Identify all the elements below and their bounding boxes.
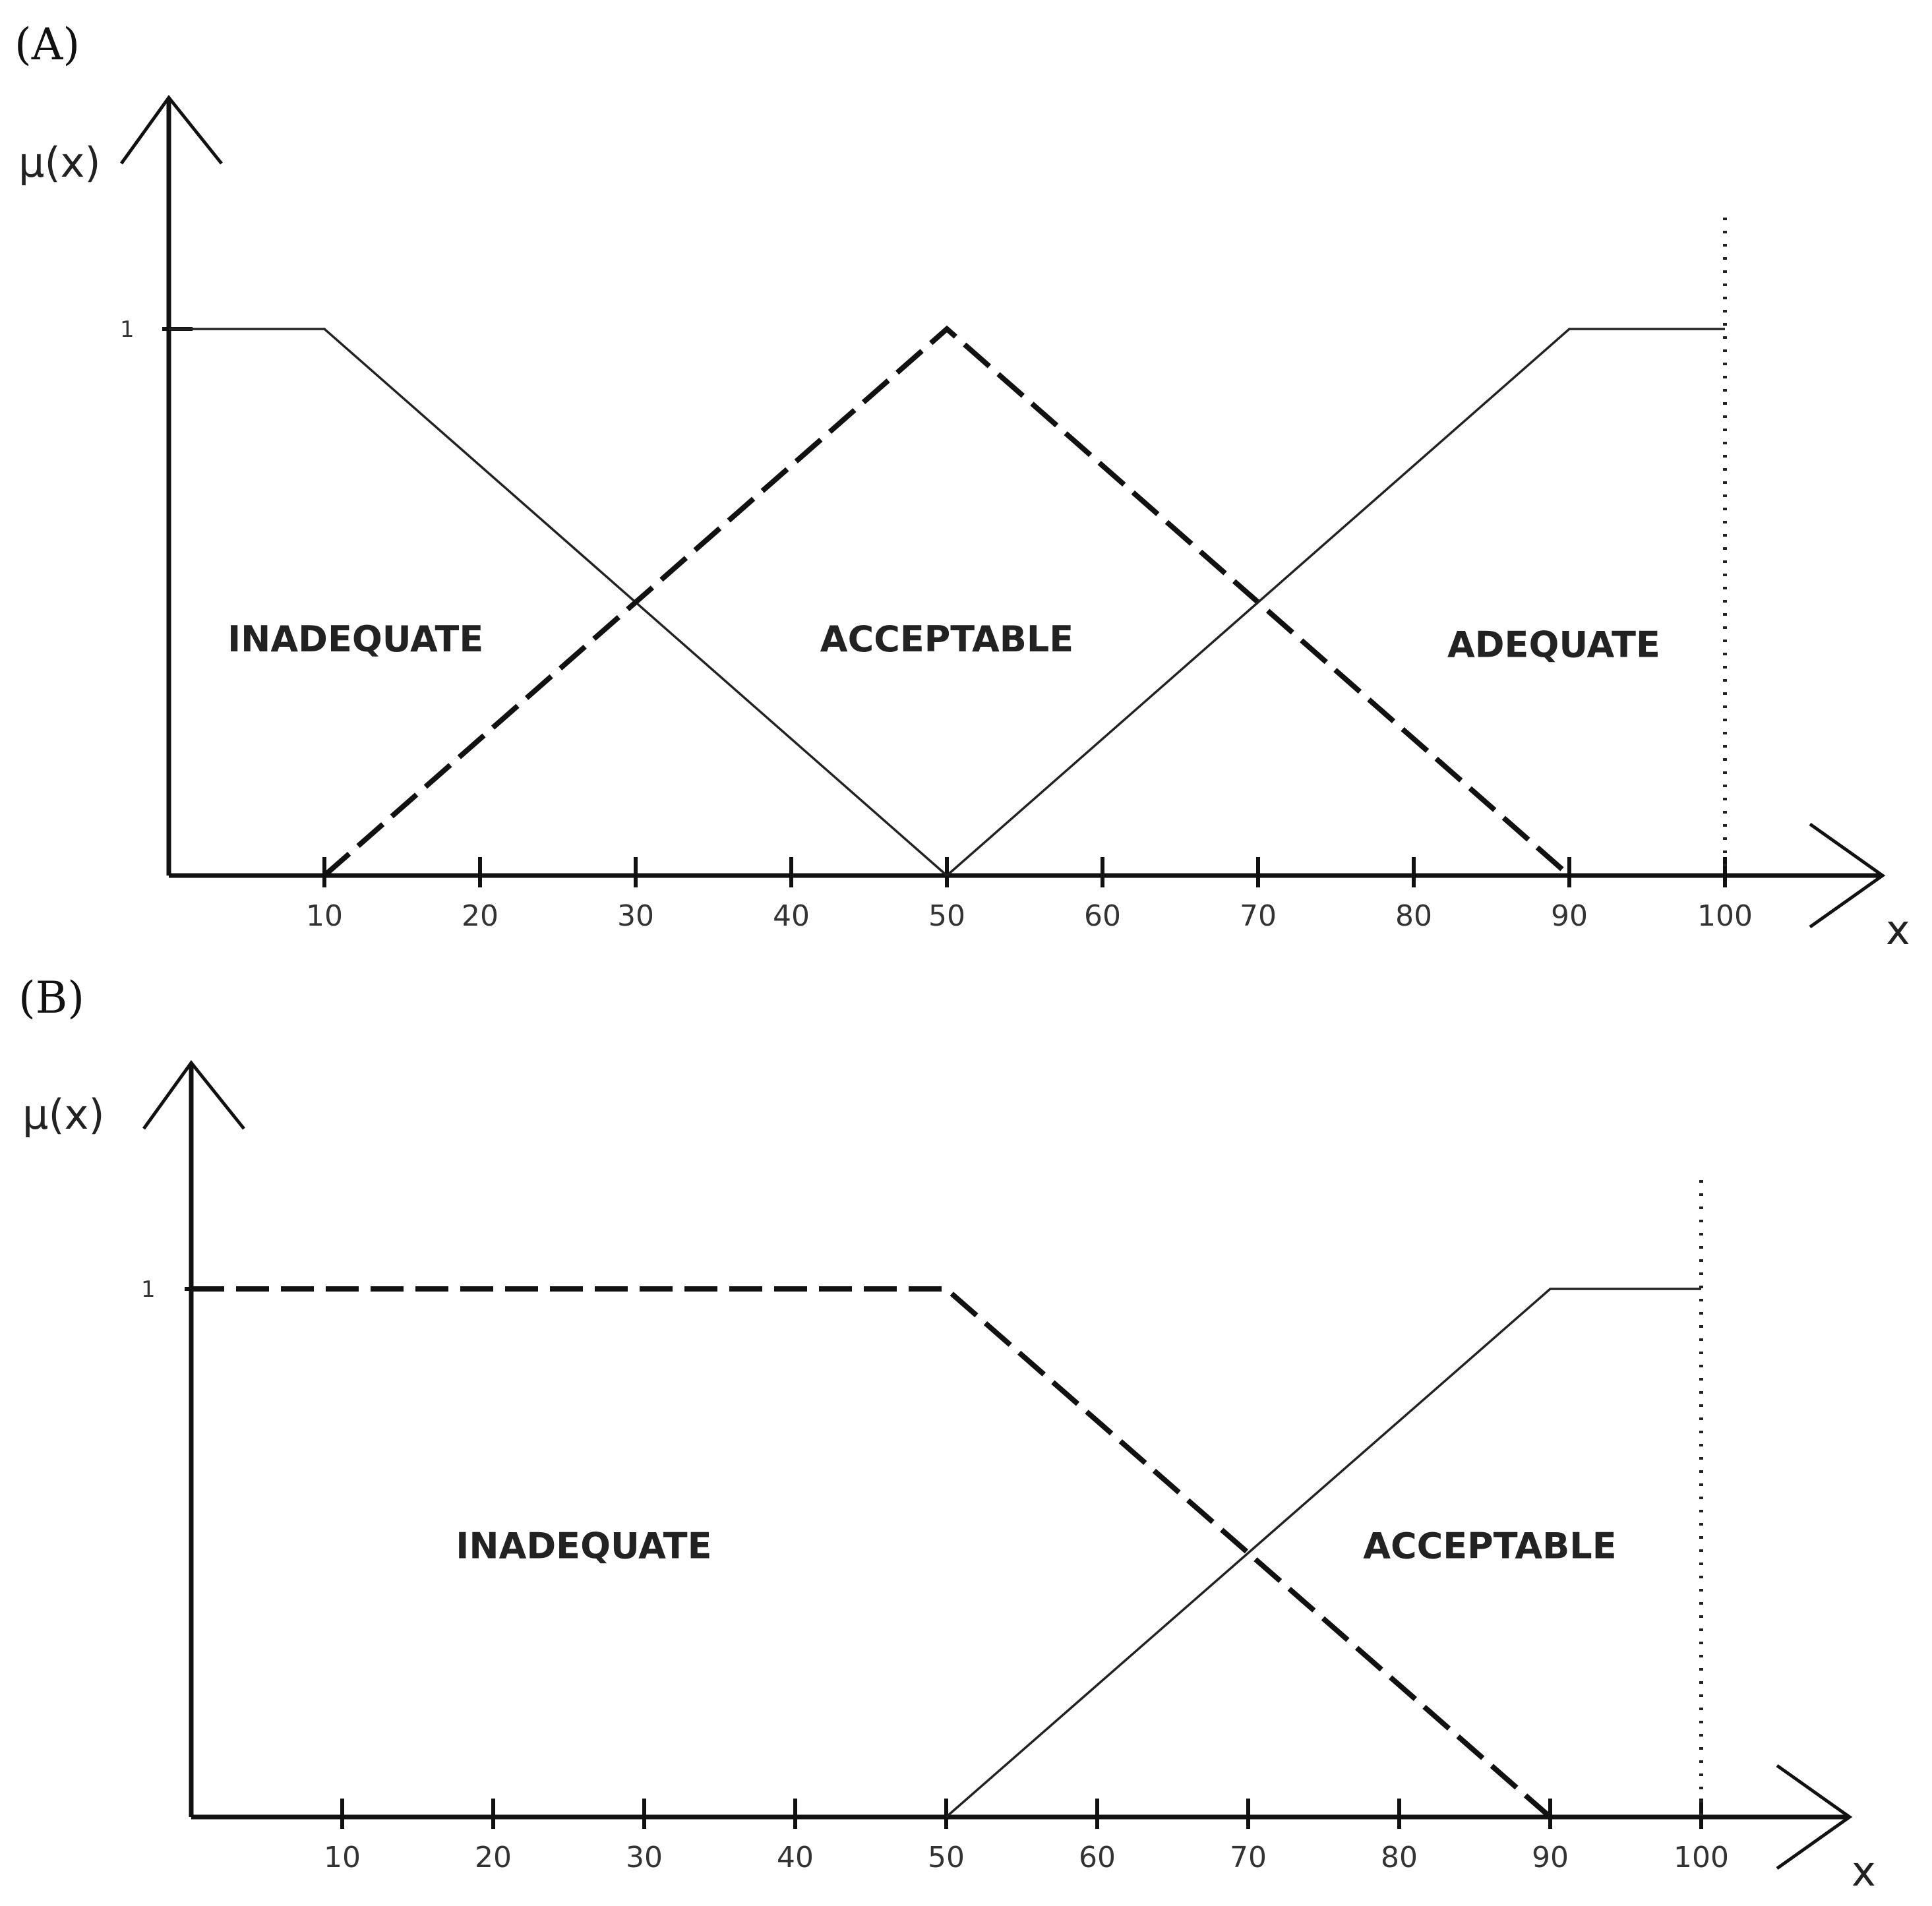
x-tick-label-90: 90 bbox=[1551, 899, 1588, 933]
series-label-inadequate: INADEQUATE bbox=[227, 618, 483, 660]
y-tick-label-1: 1 bbox=[120, 316, 135, 343]
x-tick-label-20: 20 bbox=[475, 1841, 512, 1874]
series-line-acceptable bbox=[945, 1288, 1701, 1818]
x-axis-label: x bbox=[1886, 906, 1910, 954]
x-tick-label-100: 100 bbox=[1697, 899, 1753, 933]
series-label-adequate: ADEQUATE bbox=[1447, 624, 1660, 665]
x-tick-label-30: 30 bbox=[626, 1841, 663, 1874]
series-label-acceptable: ACCEPTABLE bbox=[820, 618, 1073, 660]
x-tick-label-10: 10 bbox=[324, 1841, 361, 1874]
y-axis-arrow bbox=[119, 94, 223, 165]
x-tick-label-20: 20 bbox=[462, 899, 498, 933]
x-tick-label-60: 60 bbox=[1079, 1841, 1116, 1874]
x-tick-label-50: 50 bbox=[928, 1841, 965, 1874]
x-tick-label-40: 40 bbox=[773, 899, 810, 933]
series-line-acceptable bbox=[322, 325, 1571, 878]
x-tick-label-30: 30 bbox=[617, 899, 654, 933]
x-axis-arrow bbox=[1776, 1764, 1853, 1870]
y-axis-label: μ(x) bbox=[22, 1090, 105, 1139]
series-label-acceptable: ACCEPTABLE bbox=[1363, 1526, 1616, 1567]
x-tick-label-60: 60 bbox=[1084, 899, 1121, 933]
x-tick-label-90: 90 bbox=[1532, 1841, 1569, 1874]
y-tick-label-1: 1 bbox=[141, 1276, 156, 1303]
x-tick-label-70: 70 bbox=[1240, 899, 1277, 933]
chart-panel-b: (B) μ(x) x 1 10 20 30 40 50 60 70 80 90 100 INADEQUATE… bbox=[18, 972, 1876, 1895]
x-tick-label-80: 80 bbox=[1381, 1841, 1418, 1874]
x-tick-label-50: 50 bbox=[928, 899, 965, 933]
series-label-inadequate: INADEQUATE bbox=[456, 1526, 711, 1567]
series-line-adequate bbox=[946, 328, 1725, 877]
y-axis-label: μ(x) bbox=[18, 138, 101, 187]
panel-label: (B) bbox=[18, 972, 84, 1023]
series-line-inadequate bbox=[169, 328, 948, 877]
x-tick-label-100: 100 bbox=[1674, 1841, 1729, 1874]
x-tick-label-40: 40 bbox=[777, 1841, 814, 1874]
x-axis-label: x bbox=[1852, 1847, 1876, 1895]
y-axis-arrow bbox=[142, 1059, 245, 1130]
x-axis-arrow bbox=[1809, 822, 1886, 929]
x-tick-label-80: 80 bbox=[1395, 899, 1432, 933]
x-tick-label-70: 70 bbox=[1230, 1841, 1267, 1874]
chart-panel-a: (A) μ(x) x 1 10 20 30 40 50 60 70 80 90 100 INADEQUATE… bbox=[15, 19, 1910, 954]
x-tick-label-10: 10 bbox=[306, 899, 343, 933]
panel-label: (A) bbox=[15, 19, 80, 70]
series-line-inadequate bbox=[191, 1286, 1552, 1820]
